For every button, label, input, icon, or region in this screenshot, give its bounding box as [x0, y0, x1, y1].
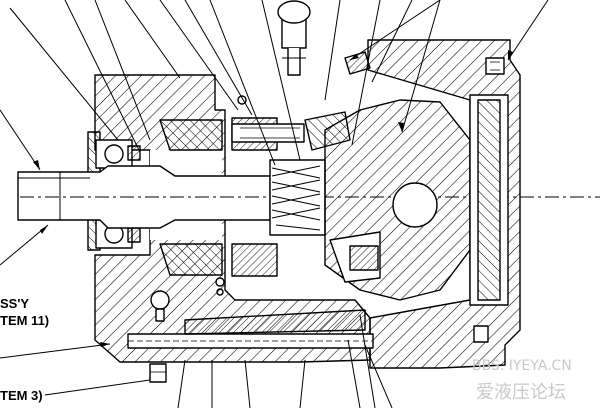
leader-arrowheads — [33, 50, 513, 347]
plug-bottom-right — [473, 325, 489, 343]
label-item-3: TEM 3) — [0, 388, 43, 403]
leader-lines — [0, 0, 549, 408]
plug-top-right — [485, 57, 505, 75]
label-assembly: SS'Y — [0, 296, 30, 311]
label-item-11: TEM 11) — [0, 313, 50, 328]
watermark-name: 爱液压论坛 — [476, 382, 566, 403]
watermark-url: BBS. IYEYA.CN — [472, 358, 572, 374]
upper-piston — [231, 123, 305, 143]
lower-plug — [149, 363, 167, 383]
swashplate-pivot — [392, 182, 438, 228]
ball-fitting — [150, 290, 170, 310]
front-bearing-top — [95, 139, 133, 169]
